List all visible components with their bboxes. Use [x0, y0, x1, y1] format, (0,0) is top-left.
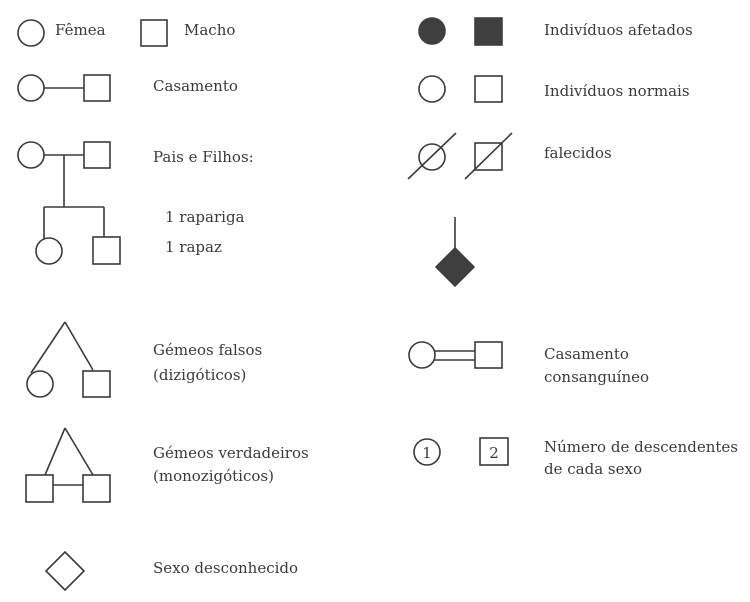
affected-male-icon: [474, 17, 503, 46]
marriage-icon: [17, 74, 111, 102]
marriage-label: Casamento: [153, 77, 238, 95]
male-label: Macho: [184, 21, 235, 39]
consanguineous-sublabel: consanguíneo: [544, 368, 649, 386]
parents-children-icon: [17, 141, 121, 265]
fraternal-twins-sublabel: (dizigóticos): [153, 366, 246, 384]
identical-twins-icon: [25, 427, 111, 503]
unknown-sex-label: Sexo desconhecido: [153, 559, 298, 577]
identical-twins-label: Gémeos verdadeiros: [153, 444, 309, 462]
identical-twins-sublabel: (monozigóticos): [153, 467, 274, 485]
fraternal-twins-label: Gémeos falsos: [153, 341, 262, 359]
male-square-icon: [140, 19, 168, 47]
deceased-label: falecidos: [544, 144, 612, 162]
deceased-female-icon: [407, 132, 457, 180]
female-label: Fêmea: [55, 21, 106, 39]
unknown-sex-diamond-icon: [44, 550, 86, 592]
girl-label: 1 rapariga: [165, 208, 245, 226]
female-count: 1: [422, 444, 432, 462]
normal-label: Indivíduos normais: [544, 82, 690, 100]
fraternal-twins-icon: [26, 321, 111, 398]
descendants-label: Número de descendentes: [544, 438, 738, 456]
normal-male-icon: [474, 75, 503, 103]
male-count: 2: [489, 444, 499, 462]
affected-unknown-sex-icon: [434, 217, 476, 288]
affected-female-icon: [418, 17, 446, 45]
male-count-icon: [479, 437, 509, 466]
deceased-male-icon: [464, 132, 513, 180]
consanguineous-label: Casamento: [544, 345, 629, 363]
normal-female-icon: [418, 75, 446, 103]
boy-label: 1 rapaz: [165, 238, 222, 256]
parents-children-label: Pais e Filhos:: [153, 148, 254, 166]
consanguineous-marriage-icon: [408, 341, 503, 369]
female-count-icon: [413, 438, 441, 466]
affected-label: Indivíduos afetados: [544, 21, 693, 39]
descendants-sublabel: de cada sexo: [544, 460, 642, 478]
female-circle-icon: [17, 19, 45, 47]
